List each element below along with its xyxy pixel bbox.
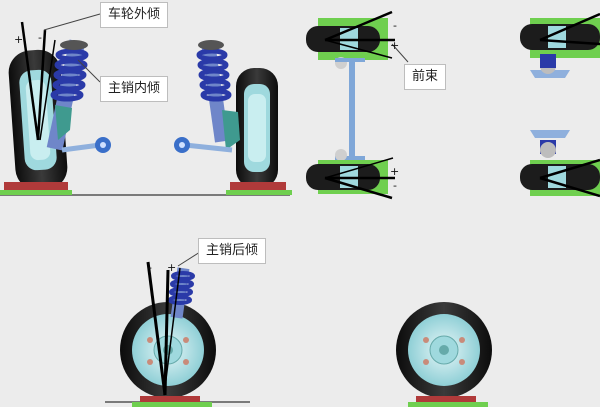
- caster-panel: [105, 251, 250, 407]
- caster-line-2: [163, 269, 170, 396]
- kingpin-axis-line: [39, 39, 56, 141]
- caster-label: 主销后倾: [198, 238, 267, 264]
- caster-minus-sign: -: [148, 261, 152, 274]
- caster-plus-sign: +: [167, 261, 177, 274]
- front-view-panel: [0, 13, 292, 196]
- left-knuckle: [55, 105, 72, 140]
- toe-front-minus-sign: -: [393, 19, 397, 32]
- toe-leader: [391, 43, 409, 63]
- camber-plus-sign: +: [14, 33, 24, 46]
- toe-front-plus-sign: +: [390, 39, 400, 52]
- left-wheel-pad: [0, 190, 72, 195]
- camber-line-2: [36, 29, 47, 141]
- toe-rear-minus-sign: -: [393, 179, 397, 192]
- camber-label: 车轮外倾: [100, 2, 169, 28]
- left-spring: [46, 39, 89, 151]
- side-wheel-panel: [396, 302, 492, 407]
- toe-in-label: 前束: [404, 64, 447, 90]
- right-wheel-pad: [226, 190, 292, 195]
- side-view-panel: [520, 12, 600, 198]
- caster-leader: [177, 251, 201, 267]
- right-lower-arm: [184, 142, 233, 153]
- caster-line-1: [146, 261, 167, 396]
- rear-joint: [335, 149, 347, 161]
- right-wheel-base: [230, 182, 286, 190]
- camber-line-1: [20, 21, 40, 141]
- left-lower-arm: [61, 142, 101, 153]
- camber-leader: [43, 13, 101, 31]
- top-view-panel: [306, 10, 409, 200]
- kingpin-leader: [77, 59, 101, 83]
- right-spring: [196, 40, 232, 143]
- right-wheel: [236, 68, 278, 188]
- right-knuckle: [222, 110, 240, 150]
- left-wheel-base: [4, 182, 68, 190]
- camber-minus-sign: -: [38, 31, 42, 44]
- toe-rear-plus-sign: +: [390, 165, 400, 178]
- kingpin-inclination-label: 主销内倾: [100, 76, 169, 102]
